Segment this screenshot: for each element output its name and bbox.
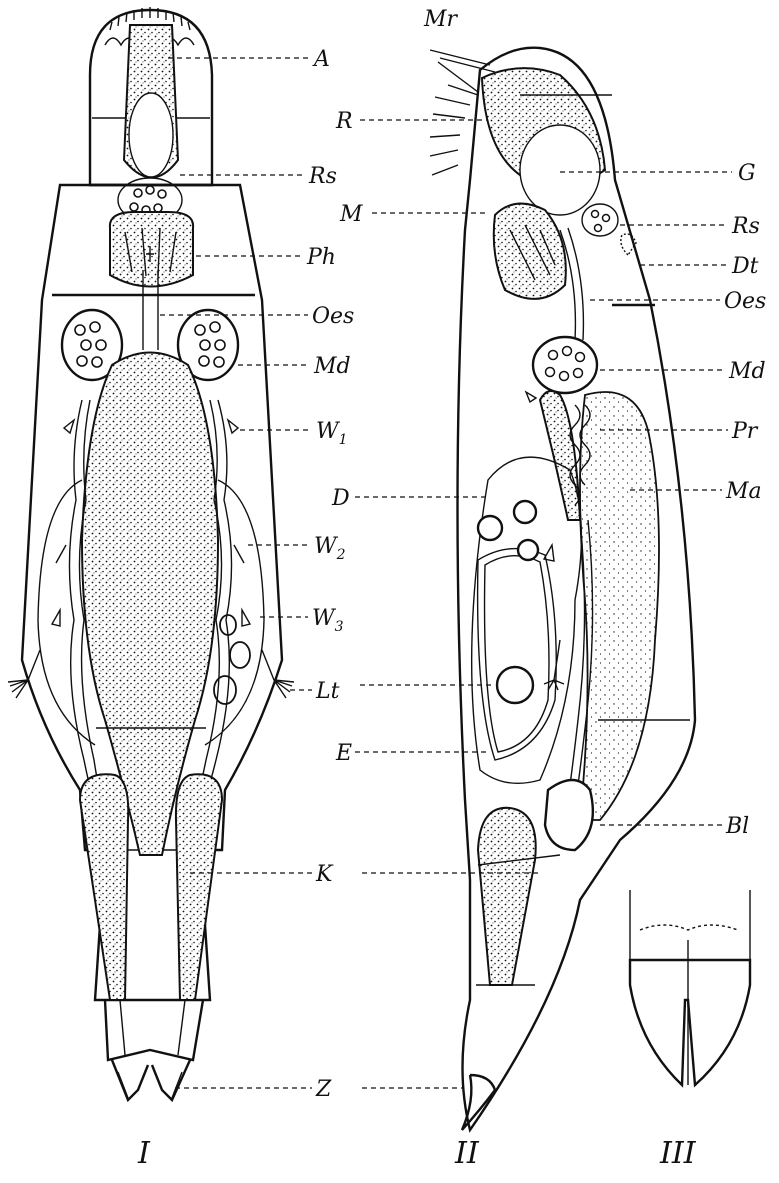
label-K: K — [315, 862, 334, 887]
label-Rs-fig1: Rs — [308, 164, 337, 189]
label-Bl: Bl — [725, 814, 749, 839]
label-Z: Z — [315, 1077, 332, 1102]
label-Lt: Lt — [315, 679, 340, 704]
label-Mr: Mr — [423, 7, 459, 32]
figure-1-body — [8, 7, 294, 1100]
label-W2: W2 — [314, 534, 346, 563]
label-W3: W3 — [312, 606, 344, 635]
label-Rs-fig2: Rs — [731, 214, 760, 239]
label-M: M — [339, 202, 363, 227]
label-G: G — [738, 161, 756, 186]
figure-label-2: II — [454, 1136, 480, 1171]
label-Oes-fig1: Oes — [312, 304, 354, 329]
label-R: R — [335, 109, 353, 134]
label-Ph: Ph — [306, 245, 336, 270]
label-Md-fig1: Md — [313, 354, 351, 379]
figure-label-3: III — [659, 1136, 697, 1171]
figure-label-1: I — [137, 1136, 151, 1171]
label-D: D — [331, 486, 350, 511]
label-Oes-fig2: Oes — [724, 289, 766, 314]
label-Dt: Dt — [731, 254, 759, 279]
label-Ma: Ma — [725, 479, 762, 504]
label-E: E — [335, 741, 352, 766]
figure-3-toes — [630, 890, 750, 1085]
label-W1: W1 — [316, 419, 348, 448]
label-A: A — [312, 47, 330, 72]
label-Pr: Pr — [731, 419, 759, 444]
label-Md-fig2: Md — [728, 359, 766, 384]
figure-2-body — [430, 48, 695, 1130]
